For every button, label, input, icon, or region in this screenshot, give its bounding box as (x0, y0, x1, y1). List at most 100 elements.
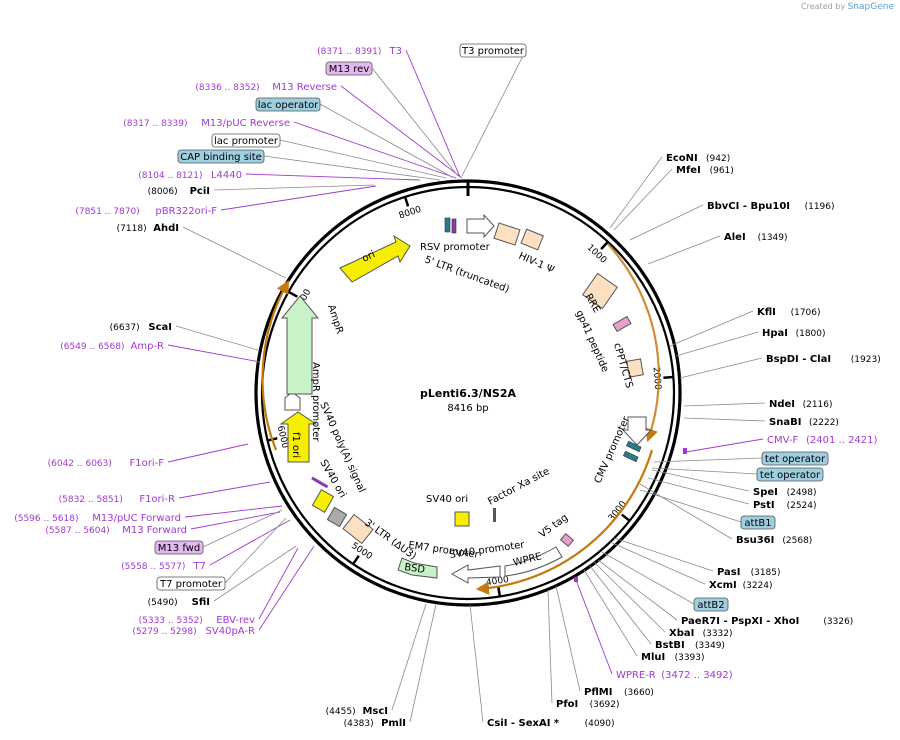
primer-leader (340, 85, 463, 179)
site-label: ScaI(6637) (110, 322, 172, 333)
site-name: CsiI - SexAI * (487, 718, 560, 729)
site-leader (213, 184, 375, 191)
feature-label-sv40-ori-inner: SV40 ori (426, 494, 468, 505)
site-name: PaeR7I - PspXI - XhoI (681, 616, 799, 627)
boxed-label-text: lac operator (258, 100, 319, 111)
site-label: CsiI - SexAI * (4090) (487, 718, 615, 729)
primer-leader (685, 438, 764, 453)
primer-leader (167, 443, 249, 463)
site-name: XbaI (669, 628, 694, 639)
box-leader (639, 489, 742, 523)
tat-marker (451, 218, 457, 234)
site-leader (679, 357, 763, 379)
primer-leader (258, 547, 299, 620)
primer-position: (5279 .. 5298) (132, 627, 196, 637)
primer-label: T7(5558 .. 5577) (121, 561, 206, 572)
primer-position: (5587 .. 5604) (45, 526, 109, 536)
primer-leader (220, 185, 377, 211)
sv40-ori-inner-box (454, 511, 470, 527)
box-leader (263, 155, 441, 181)
bsd-arrow (397, 557, 438, 579)
v5-box (559, 533, 575, 547)
box-leader (371, 67, 459, 177)
box-leader (651, 467, 758, 475)
boxed-label-lac-promoter: lac promoter (211, 133, 281, 148)
snapgene-credit: Created by SnapGene (801, 2, 894, 12)
site-position: (4090) (585, 719, 615, 729)
site-position: (1706) (791, 308, 821, 318)
site-leader (182, 226, 287, 279)
site-name: AhdI (153, 223, 179, 234)
site-label: PciI(8006) (148, 186, 210, 197)
primer-name: M13 Reverse (272, 82, 337, 93)
site-leader (647, 235, 721, 265)
primer-leader (178, 481, 271, 499)
tick-label: 8000 (398, 205, 423, 222)
feature-label-gp41: gp41 peptide (573, 309, 610, 374)
site-leader (675, 331, 759, 357)
primer-position: (5832 .. 5851) (59, 495, 123, 505)
rsv-promoter-arrow (466, 213, 495, 239)
primer-position: (5558 .. 5577) (121, 562, 185, 572)
site-name: PasI (717, 567, 740, 578)
site-position: (3326) (823, 617, 853, 627)
site-label: PaeR7I - PspXI - XhoI (3326) (681, 616, 853, 627)
primer-name: pBR322ori-F (155, 206, 217, 217)
site-position: (3393) (675, 653, 705, 663)
primer-stack-marker (311, 476, 329, 489)
primer-name: M13/pUC Forward (92, 513, 181, 524)
site-leader (613, 168, 673, 231)
site-leader (409, 603, 437, 723)
site-name: MscI (362, 706, 388, 717)
primer-leader (258, 545, 315, 631)
primer-position: (3472 .. 3492) (661, 670, 733, 681)
primer-position: (6042 .. 6063) (48, 459, 112, 469)
plasmid-size: 8416 bp (447, 403, 488, 414)
primer-name: M13 Forward (122, 525, 187, 536)
cppt-box (626, 358, 644, 378)
site-position: (1349) (758, 233, 788, 243)
site-name: BbvCI - Bpu10I (707, 201, 790, 212)
tick-mark (403, 196, 410, 207)
feature-label-bsd: BSD (404, 562, 426, 576)
site-position: (942) (706, 154, 730, 164)
feature-label-em7: EM7 promoter (408, 540, 481, 561)
primer-name: M13/pUC Reverse (201, 118, 290, 129)
site-leader (213, 545, 297, 602)
site-leader (597, 559, 678, 621)
tick-mark (497, 586, 502, 597)
primer-position: (8317 .. 8339) (123, 119, 187, 129)
site-position: (8006) (148, 187, 178, 197)
primer-label: F1ori-F(6042 .. 6063) (48, 458, 165, 469)
site-label: NdeI (2116) (769, 399, 833, 410)
site-name: PfoI (556, 699, 578, 710)
primer-label: pBR322ori-F (7851 .. 7870) (75, 206, 217, 217)
site-position: (2116) (803, 400, 833, 410)
site-label: SnaBI(2222) (769, 417, 839, 428)
site-name: NdeI (769, 399, 795, 410)
primer-leader (245, 173, 421, 181)
boxed-label-attb1: attB1 (740, 515, 776, 530)
site-name: SpeI (753, 487, 778, 498)
site-name: XcmI (709, 580, 737, 591)
ampr-promoter-box (284, 391, 301, 411)
primer-leader (184, 505, 283, 518)
site-label: AleI(1349) (724, 232, 788, 243)
boxed-label-text: T3 promoter (461, 46, 525, 57)
boxed-label-text: attB2 (697, 600, 724, 611)
feature-label-ori: ori (360, 249, 377, 265)
site-labels: EcoNI(942)MfeI(961)BbvCI - Bpu10I(1196)A… (14, 46, 881, 729)
primer-name: CMV-F (767, 435, 798, 446)
site-label: SfiI(5490) (148, 597, 210, 608)
boxed-label-text: CAP binding site (180, 152, 262, 163)
site-name: PflMI (584, 687, 612, 698)
tet-op-box-1 (625, 440, 642, 453)
primer-label: Amp-R(6549 .. 6568) (60, 341, 164, 352)
site-leader (593, 561, 666, 633)
primer-position: (7851 .. 7870) (75, 207, 139, 217)
site-label: SpeI(2498) (753, 487, 817, 498)
feature-label-ampr-promoter: AmpR promoter (310, 362, 321, 442)
site-label: PfoI(3692) (556, 699, 620, 710)
site-position: (4455) (326, 707, 356, 717)
